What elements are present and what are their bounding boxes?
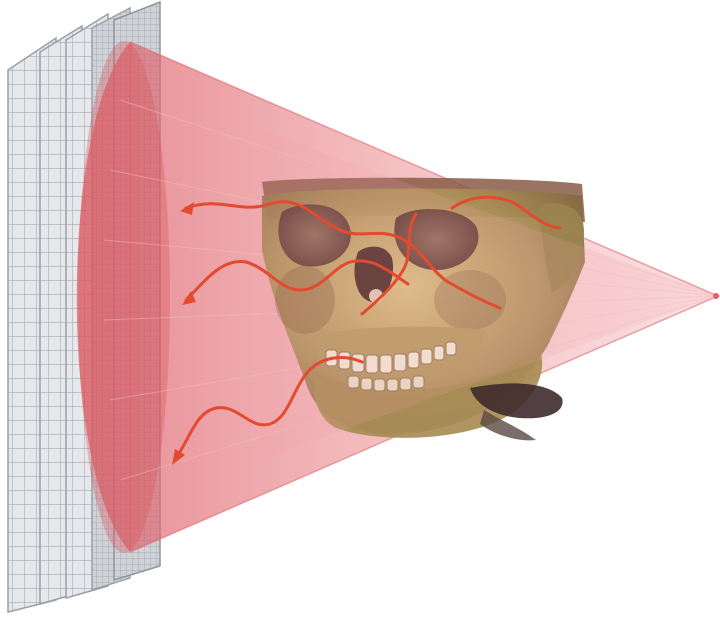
cbct-diagram (0, 0, 720, 621)
cbct-illustration (0, 0, 720, 621)
